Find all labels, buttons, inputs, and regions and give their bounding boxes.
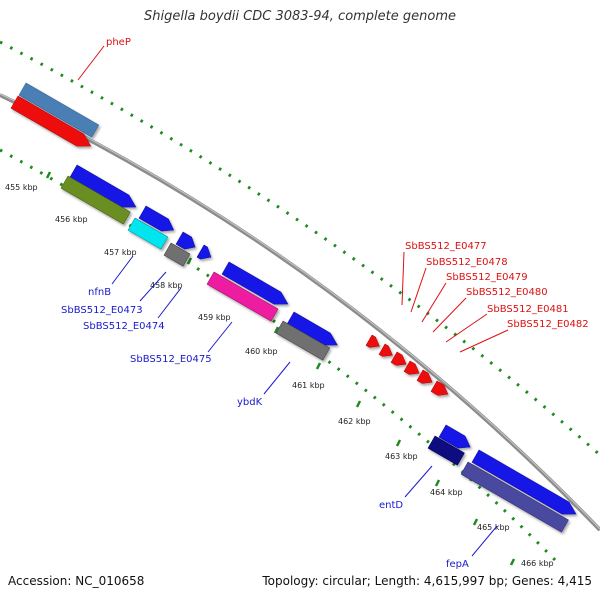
leader-lines xyxy=(77,45,509,557)
leader-fepa xyxy=(471,525,498,557)
scale-label: 455 kbp xyxy=(5,183,38,192)
scale-tick-460 xyxy=(273,326,280,334)
feature-red-sbbs512-e0477[interactable] xyxy=(365,334,382,351)
gene-label-sbbs512-e0478[interactable]: SbBS512_E0478 xyxy=(426,257,508,268)
leader-nfnb xyxy=(111,255,134,285)
scale-label: 458 kbp xyxy=(150,281,183,290)
leader-sbbs512-e0473 xyxy=(139,271,167,302)
gene-label-sbbs512-e0481[interactable]: SbBS512_E0481 xyxy=(487,304,569,315)
scale-tick-463 xyxy=(395,439,402,447)
gene-label-sbbs512-e0473[interactable]: SbBS512_E0473 xyxy=(61,305,143,316)
feature-navy-entd[interactable] xyxy=(427,435,465,466)
feature-blue-4[interactable] xyxy=(196,244,214,263)
gene-labels: pheP nfnB SbBS512_E0473 SbBS512_E0474 Sb… xyxy=(61,37,589,570)
feature-red-phep[interactable] xyxy=(10,95,94,152)
feature-cyan-nfnb[interactable] xyxy=(127,217,169,250)
gene-label-fepa[interactable]: fepA xyxy=(446,559,469,570)
scale-label: 464 kbp xyxy=(430,488,463,497)
gene-features xyxy=(10,82,579,533)
gene-label-sbbs512-e0474[interactable]: SbBS512_E0474 xyxy=(83,321,165,332)
leader-sbbs512-e0474 xyxy=(157,287,182,319)
feature-olive-1[interactable] xyxy=(60,175,131,225)
leader-sbbs512-e0479 xyxy=(421,282,447,323)
scale-label: 461 kbp xyxy=(292,381,325,390)
scale-label: 456 kbp xyxy=(55,215,88,224)
feature-red-sbbs512-e0479[interactable] xyxy=(390,351,409,369)
feature-blue-1[interactable] xyxy=(69,164,139,213)
scale-ticks xyxy=(45,171,516,566)
leader-sbbs512-e0475 xyxy=(207,321,233,353)
scale-label: 459 kbp xyxy=(198,313,231,322)
scale-label: 463 kbp xyxy=(385,452,418,461)
gene-label-sbbs512-e0479[interactable]: SbBS512_E0479 xyxy=(446,272,528,283)
feature-red-sbbs512-e0480[interactable] xyxy=(403,360,422,378)
gene-label-sbbs512-e0482[interactable]: SbBS512_E0482 xyxy=(507,319,589,330)
leader-ybdk xyxy=(263,361,291,395)
genome-backbone-highlight xyxy=(0,93,600,530)
feature-blue-2[interactable] xyxy=(138,205,177,236)
leader-sbbs512-e0481 xyxy=(445,313,488,343)
scale-labels: 455 kbp 456 kbp 457 kbp 458 kbp 459 kbp … xyxy=(5,183,554,568)
scale-tick-461 xyxy=(315,362,322,370)
leader-sbbs512-e0480 xyxy=(432,297,467,333)
gene-label-entd[interactable]: entD xyxy=(379,500,403,511)
gene-label-sbbs512-e0477[interactable]: SbBS512_E0477 xyxy=(405,241,487,252)
scale-tick-462 xyxy=(355,400,362,408)
feature-red-sbbs512-e0482[interactable] xyxy=(430,380,451,399)
scale-label: 457 kbp xyxy=(104,248,137,257)
genome-summary-text: Topology: circular; Length: 4,615,997 bp… xyxy=(262,574,592,588)
feature-blue-3[interactable] xyxy=(175,231,199,253)
outer-dotted-ring xyxy=(0,40,600,457)
map-title: Shigella boydii CDC 3083-94, complete ge… xyxy=(143,9,457,24)
leader-sbbs512-e0478 xyxy=(410,267,427,313)
scale-label: 460 kbp xyxy=(245,347,278,356)
feature-red-sbbs512-e0478[interactable] xyxy=(378,343,395,360)
genome-backbone xyxy=(0,93,600,532)
leader-phep xyxy=(77,45,105,81)
feature-grey-ybdk[interactable] xyxy=(275,320,331,361)
accession-text: Accession: NC_010658 xyxy=(8,574,145,588)
feature-steel-blue-1[interactable] xyxy=(18,82,100,138)
gene-label-sbbs512-e0475[interactable]: SbBS512_E0475 xyxy=(130,354,212,365)
leader-entd xyxy=(404,465,433,498)
gene-label-ybdk[interactable]: ybdK xyxy=(237,397,263,408)
feature-blue-6[interactable] xyxy=(286,311,341,351)
scale-label: 466 kbp xyxy=(521,559,554,568)
feature-magenta-1[interactable] xyxy=(206,271,279,322)
feature-blue-5[interactable] xyxy=(221,261,291,310)
scale-tick-466 xyxy=(509,558,516,566)
gene-label-phep[interactable]: pheP xyxy=(106,37,131,48)
feature-purple-fepa[interactable] xyxy=(460,461,569,533)
scale-label: 465 kbp xyxy=(477,523,510,532)
leader-sbbs512-e0477 xyxy=(401,251,405,306)
feature-red-sbbs512-e0481[interactable] xyxy=(416,369,435,387)
feature-blue-8[interactable] xyxy=(471,449,579,520)
scale-tick-464 xyxy=(434,479,441,487)
feature-grey-1[interactable] xyxy=(163,242,191,267)
scale-tick-465 xyxy=(472,518,479,526)
scale-tick-458 xyxy=(186,257,193,265)
gene-label-sbbs512-e0480[interactable]: SbBS512_E0480 xyxy=(466,287,548,298)
scale-label: 462 kbp xyxy=(338,417,371,426)
leader-sbbs512-e0482 xyxy=(459,329,509,353)
gene-label-nfnb[interactable]: nfnB xyxy=(88,287,111,298)
inner-dotted-ring xyxy=(0,148,562,567)
feature-blue-7[interactable] xyxy=(438,424,474,453)
scale-tick-455 xyxy=(45,171,52,179)
